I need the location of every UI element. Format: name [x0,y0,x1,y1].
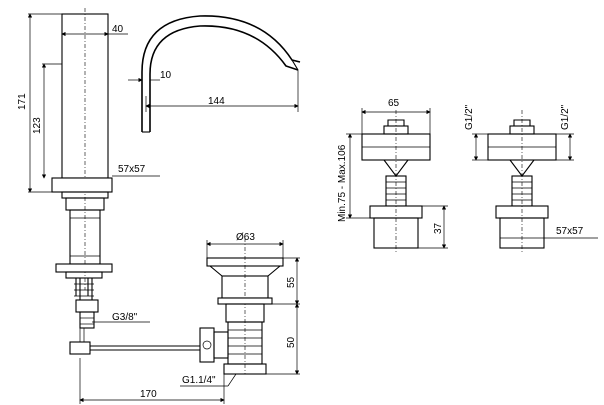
dim-drain-diameter: Ø63 [236,232,255,243]
faucet-dimensions: 40 171 123 10 144 57x57 G3/8" [17,13,299,323]
dim-thread-inlet: G3/8" [112,312,138,323]
dim-spout-thickness: 10 [160,70,172,81]
dim-spout-reach: 144 [208,96,225,107]
valve-right-drawing [487,110,557,254]
dim-faucet-base: 57x57 [118,164,146,175]
dim-faucet-total-height: 171 [17,93,28,110]
dim-valve-width: 65 [388,98,400,109]
dim-connection-left: G1/2" [464,104,475,130]
dim-drain-thread: G1.1/4" [182,375,216,386]
valve-left-drawing [361,110,431,254]
dim-connection-right: G1/2" [560,104,571,130]
valve-left-dimensions: 65 Min.75 - Max.106 37 [337,98,448,249]
dim-drain-reach: 170 [140,389,157,400]
drain-drawing [199,238,284,375]
dim-drain-lower: 50 [286,336,297,348]
faucet-drawing [51,8,301,355]
dim-valve-range: Min.75 - Max.106 [337,144,348,222]
valve-right-dimensions: G1/2" G1/2" 57x57 [464,104,598,239]
dim-faucet-width: 40 [112,24,124,35]
dim-valve-base: 57x57 [556,226,584,237]
dim-drain-upper: 55 [286,276,297,288]
dim-valve-height: 37 [433,222,444,234]
drain-dimensions: Ø63 55 50 170 G1.1/4" [79,232,300,404]
dim-faucet-body-height: 123 [32,117,43,134]
